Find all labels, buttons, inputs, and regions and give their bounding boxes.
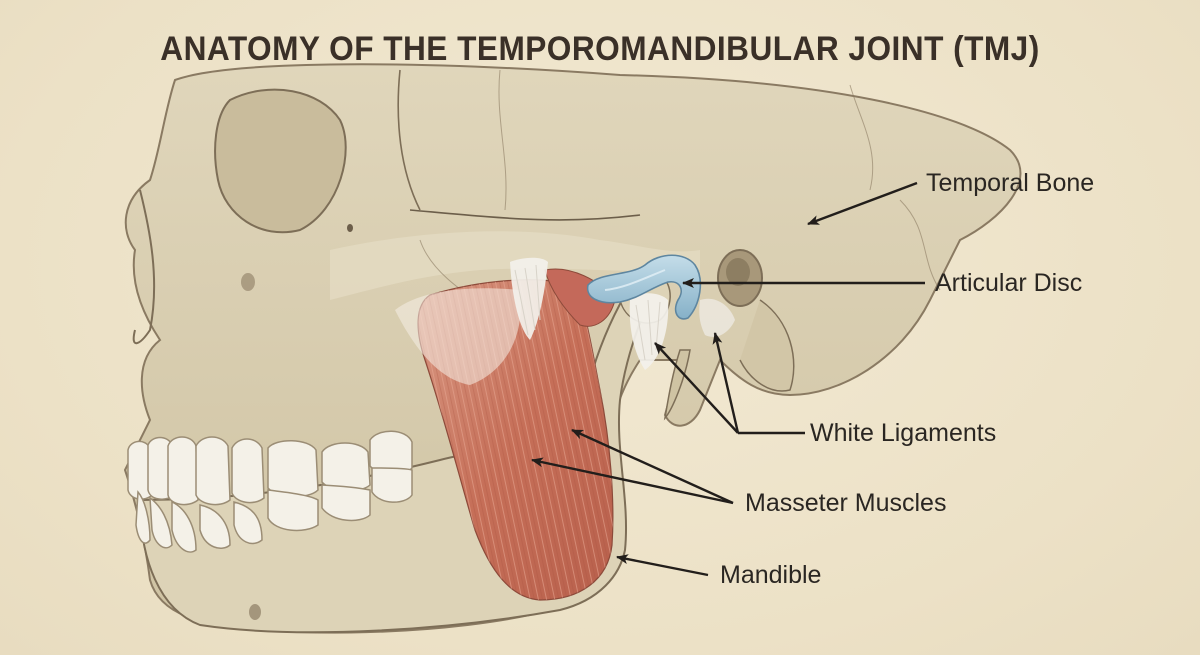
label-white-ligaments: White Ligaments [810, 419, 997, 447]
masseter-muscle [395, 268, 616, 601]
label-masseter-muscles: Masseter Muscles [745, 489, 947, 517]
mandible-arrow [616, 554, 709, 577]
label-mandible: Mandible [720, 561, 822, 589]
white-ligaments-arrow-2 [712, 332, 740, 434]
label-temporal-bone: Temporal Bone [926, 169, 1095, 197]
diagram-title: ANATOMY OF THE TEMPOROMANDIBULAR JOINT (… [160, 30, 1040, 68]
temporal-bone-arrow [807, 181, 918, 226]
label-connectors [531, 181, 925, 577]
teeth [127, 430, 413, 553]
orbit [214, 88, 347, 234]
articular-disc [586, 254, 702, 320]
label-articular-disc: Articular Disc [935, 269, 1083, 297]
masseter-arrow-2 [531, 457, 734, 505]
masseter-arrow-1 [571, 428, 734, 505]
mental-foramen [249, 604, 261, 620]
white-ligaments-arrow-1 [654, 342, 739, 434]
